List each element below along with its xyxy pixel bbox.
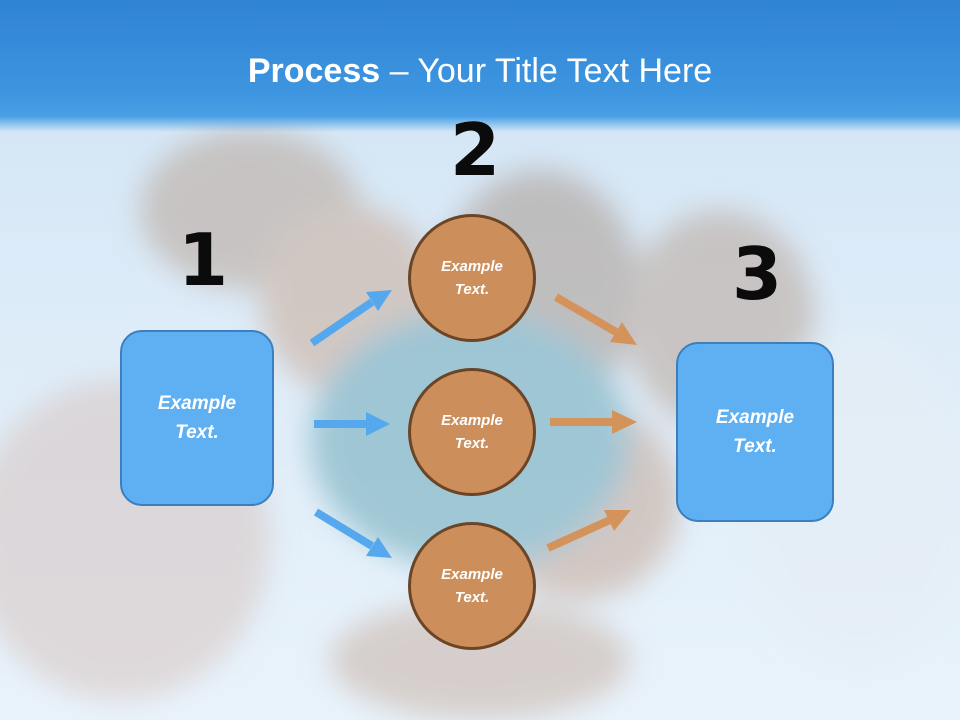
circle-bottom-text: Example Text.: [441, 566, 503, 606]
blue-arrow-up: [309, 298, 375, 347]
orange-arrow-up-head: [604, 510, 631, 531]
circle-middle-text: Example Text.: [441, 412, 503, 452]
orange-arrow-down-head: [610, 322, 637, 345]
right-text-box: Example Text.: [676, 342, 834, 522]
blue-arrow-down: [313, 508, 375, 550]
left-text-box: Example Text.: [120, 330, 274, 506]
title-bold: Process: [247, 52, 381, 90]
orange-arrow-middle-head: [612, 410, 637, 434]
blue-arrow-down-head: [366, 537, 392, 558]
title-bar: [0, 0, 960, 132]
circle-top: Example Text.: [408, 214, 536, 342]
blue-arrow-middle-head: [366, 412, 390, 436]
circle-bottom: Example Text.: [408, 522, 536, 650]
right-box-text: Example Text.: [715, 407, 795, 457]
step-number-3: 3: [732, 232, 783, 316]
blue-arrow-up-head: [366, 290, 392, 311]
title-rest: – Your Title Text Here: [380, 52, 713, 90]
background-photo: [0, 130, 960, 720]
circle-middle: Example Text.: [408, 368, 536, 496]
step-number-1: 1: [178, 218, 229, 302]
orange-arrow-down: [553, 293, 619, 336]
step-number-2: 2: [450, 108, 501, 192]
circle-top-text: Example Text.: [441, 258, 503, 298]
slide-title: Process – Your Title Text Here: [0, 52, 960, 91]
orange-arrow-up: [546, 516, 612, 552]
left-box-text: Example Text.: [157, 393, 237, 443]
